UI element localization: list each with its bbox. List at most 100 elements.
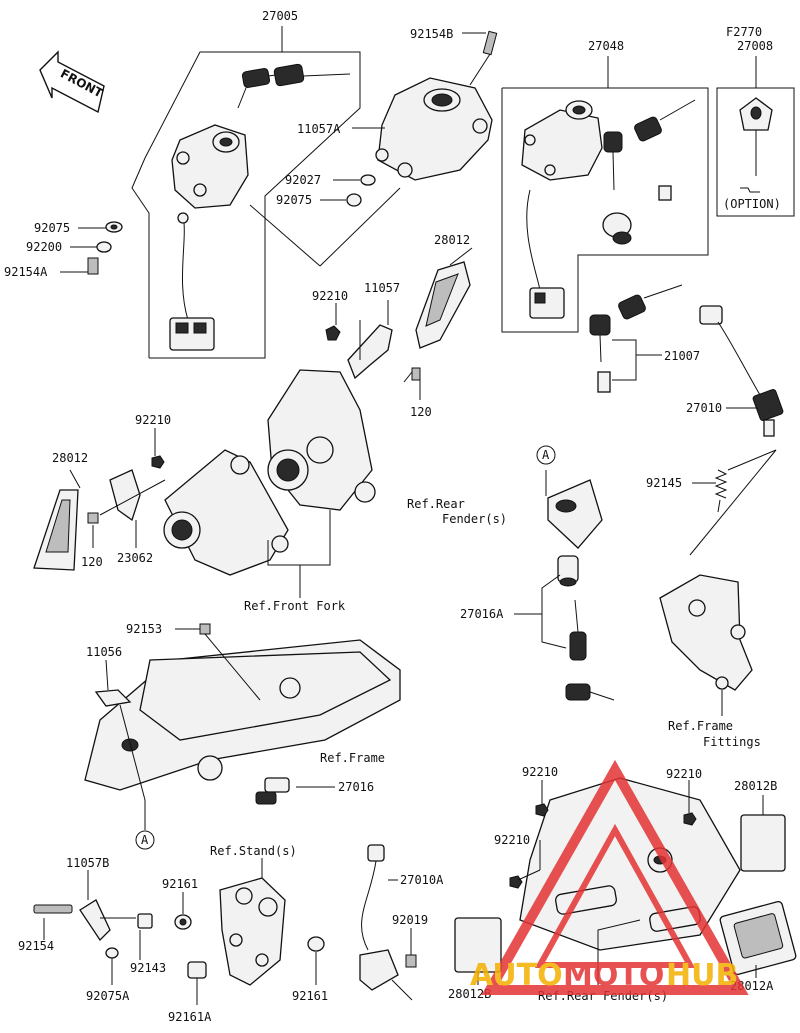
reflector-28012-top xyxy=(415,261,471,349)
label-92154: 92154 xyxy=(18,939,54,953)
label-ref-front-fork: Ref.Front Fork xyxy=(244,599,346,613)
sensor-27010 xyxy=(699,305,784,437)
reflector-28012A xyxy=(719,900,797,976)
label-28012B-top: 28012B xyxy=(734,779,777,793)
spring-92145 xyxy=(714,469,728,513)
screw-120-top xyxy=(411,367,421,381)
label-92161-b: 92161 xyxy=(292,989,328,1003)
label-92210-c: 92210 xyxy=(522,765,558,779)
label-F2770: F2770 xyxy=(726,25,762,39)
watermark-auto: AUTO xyxy=(470,958,563,993)
label-92075A: 92075A xyxy=(86,989,130,1003)
watermark-hub: HUB xyxy=(666,958,738,993)
label-ref-rear-fender-2: Fender(s) xyxy=(442,512,507,526)
rear-fender-detail xyxy=(545,470,603,549)
label-11057B: 11057B xyxy=(66,856,109,870)
label-28012-top: 28012 xyxy=(434,233,470,247)
grommet-11056 xyxy=(94,689,132,707)
label-27010: 27010 xyxy=(686,401,722,415)
label-92143: 92143 xyxy=(130,961,166,975)
handlebar-holder-11057A xyxy=(375,77,493,181)
label-23062: 23062 xyxy=(117,551,153,565)
label-92075-top: 92075 xyxy=(276,193,312,207)
label-11057: 11057 xyxy=(364,281,400,295)
screw-92019 xyxy=(405,954,417,968)
main-frame xyxy=(84,639,401,791)
label-92027: 92027 xyxy=(285,173,321,187)
damper-92161A xyxy=(187,961,207,979)
nut-92210-d xyxy=(683,812,697,826)
label-120-b: 120 xyxy=(81,555,103,569)
label-92075-left: 92075 xyxy=(34,221,70,235)
key-pair-27005 xyxy=(237,63,351,109)
label-92210-b: 92210 xyxy=(135,413,171,427)
key-set-21007 xyxy=(589,284,683,393)
bolt-92154B xyxy=(482,30,498,56)
collar-92143 xyxy=(137,913,153,929)
washer-92200 xyxy=(96,241,112,253)
bracket-11057 xyxy=(347,324,393,380)
label-27048: 27048 xyxy=(588,39,624,53)
key-set-group-27048 xyxy=(501,56,709,333)
reference-marker-a-bottom: A xyxy=(135,830,155,850)
damper-92161-b xyxy=(307,936,325,952)
reference-marker-a-top-label: A xyxy=(542,448,550,462)
bolt-92153 xyxy=(199,623,211,635)
bolt-92154 xyxy=(33,904,73,914)
label-92200: 92200 xyxy=(26,240,62,254)
label-92210-e: 92210 xyxy=(494,833,530,847)
ignition-switch-group-27005 xyxy=(131,26,361,359)
label-92019: 92019 xyxy=(392,913,428,927)
frame-fittings-bracket xyxy=(659,574,753,691)
label-92154B: 92154B xyxy=(410,27,453,41)
label-11056: 11056 xyxy=(86,645,122,659)
label-27005: 27005 xyxy=(262,9,298,23)
washer-92027 xyxy=(360,174,376,186)
label-ref-frame: Ref.Frame xyxy=(320,751,385,765)
label-27008: 27008 xyxy=(737,39,773,53)
washer-92075-top xyxy=(346,193,362,207)
label-92153: 92153 xyxy=(126,622,162,636)
label-27016A: 27016A xyxy=(460,607,504,621)
label-27010A: 27010A xyxy=(400,873,444,887)
label-92161A: 92161A xyxy=(168,1010,212,1024)
bracket-23062 xyxy=(109,469,141,522)
label-option: (OPTION) xyxy=(723,197,781,211)
label-92210-d: 92210 xyxy=(666,767,702,781)
label-11057A: 11057A xyxy=(297,122,341,136)
label-92154A: 92154A xyxy=(4,265,48,279)
label-92210-a: 92210 xyxy=(312,289,348,303)
lock-cylinder-27016A xyxy=(514,555,615,701)
watermark-moto: MOTO xyxy=(563,958,664,993)
label-21007: 21007 xyxy=(664,349,700,363)
label-120-a: 120 xyxy=(410,405,432,419)
nut-92210-top xyxy=(325,325,341,341)
reflector-28012B-top xyxy=(740,814,786,872)
side-stand-switch-27010A xyxy=(359,844,413,1001)
nut-92210-c xyxy=(535,803,549,817)
reflector-28012-left xyxy=(33,489,79,571)
screw-120-left xyxy=(87,512,99,524)
damper-92161-a xyxy=(174,914,192,930)
stand-bracket xyxy=(219,877,286,986)
front-arrow: FRONT xyxy=(39,50,106,114)
label-92161-a: 92161 xyxy=(162,877,198,891)
reference-marker-a-top: A xyxy=(536,445,556,465)
label-ref-frame-fittings-2: Fittings xyxy=(703,735,761,749)
label-28012B-bottom: 28012B xyxy=(448,987,491,1001)
bolt-92154A xyxy=(87,257,99,275)
option-key-box-27008 xyxy=(716,56,795,217)
label-ref-rear-fender-1: Ref.Rear xyxy=(407,497,465,511)
label-28012-left: 28012 xyxy=(52,451,88,465)
label-92145: 92145 xyxy=(646,476,682,490)
nut-92210-e xyxy=(509,875,523,889)
label-ref-frame-fittings-1: Ref.Frame xyxy=(668,719,733,733)
front-fork-upper-clamp xyxy=(267,369,376,511)
ignition-switch-body xyxy=(171,124,249,209)
nut-92210-left xyxy=(151,455,165,469)
washer-92075-left xyxy=(105,221,123,233)
lock-27016 xyxy=(255,777,290,805)
label-ref-stand: Ref.Stand(s) xyxy=(210,844,297,858)
reference-marker-a-bottom-label: A xyxy=(141,833,149,847)
